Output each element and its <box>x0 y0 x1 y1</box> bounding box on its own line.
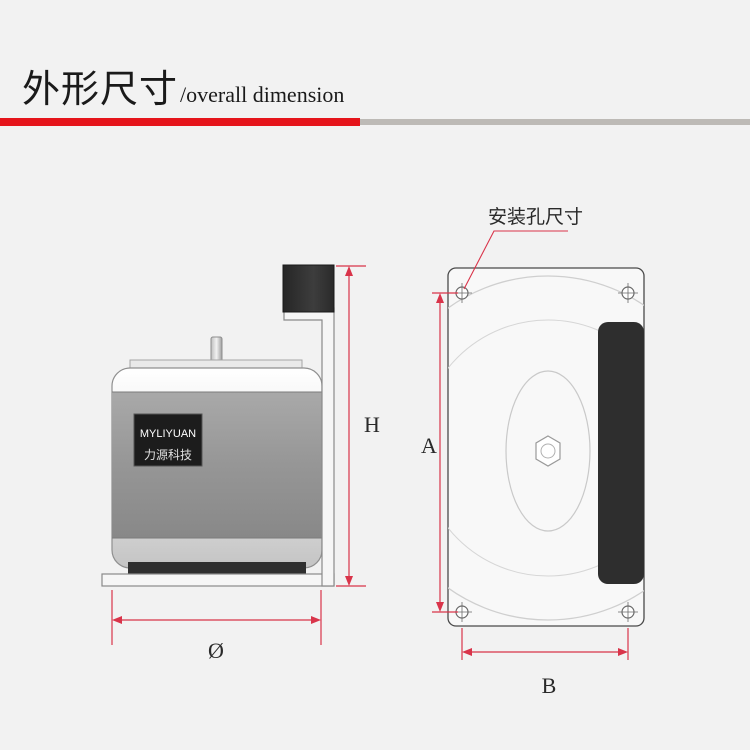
inner-ring <box>448 319 644 577</box>
brand-plate <box>133 413 203 467</box>
diameter-label: Ø <box>208 638 224 663</box>
header-accent-bar <box>0 118 360 126</box>
terminal-block-top <box>598 322 644 584</box>
terminal-block <box>282 264 335 313</box>
motor-outline-circle <box>448 275 644 621</box>
height-label: H <box>364 412 380 437</box>
title-english: /overall dimension <box>180 82 345 107</box>
hole-size-label: 安装孔尺寸 <box>488 206 583 228</box>
hex-nut <box>535 435 561 467</box>
brand-name-cn: 力源科技 <box>144 448 192 462</box>
width-a-dimension <box>432 292 458 613</box>
width-b-dimension <box>461 628 629 660</box>
height-dimension <box>336 265 366 587</box>
hole-size-leader <box>463 230 568 290</box>
header-neutral-bar <box>360 119 750 125</box>
base-plate <box>101 573 335 587</box>
center-hub <box>505 370 591 532</box>
page-title: 外形尺寸 /overall dimension <box>22 58 344 113</box>
motor-top-cap <box>129 359 303 369</box>
motor-shaft <box>210 336 223 364</box>
motor-top-view <box>447 267 645 627</box>
motor-bottom-ring <box>128 562 306 574</box>
motor-side-view: MYLIYUAN 力源科技 <box>101 264 335 587</box>
diameter-dimension <box>111 590 322 645</box>
width-b-label: B <box>542 673 557 698</box>
width-a-label: A <box>421 433 437 458</box>
brand-name: MYLIYUAN <box>140 428 196 440</box>
title-chinese: 外形尺寸 <box>22 67 179 111</box>
